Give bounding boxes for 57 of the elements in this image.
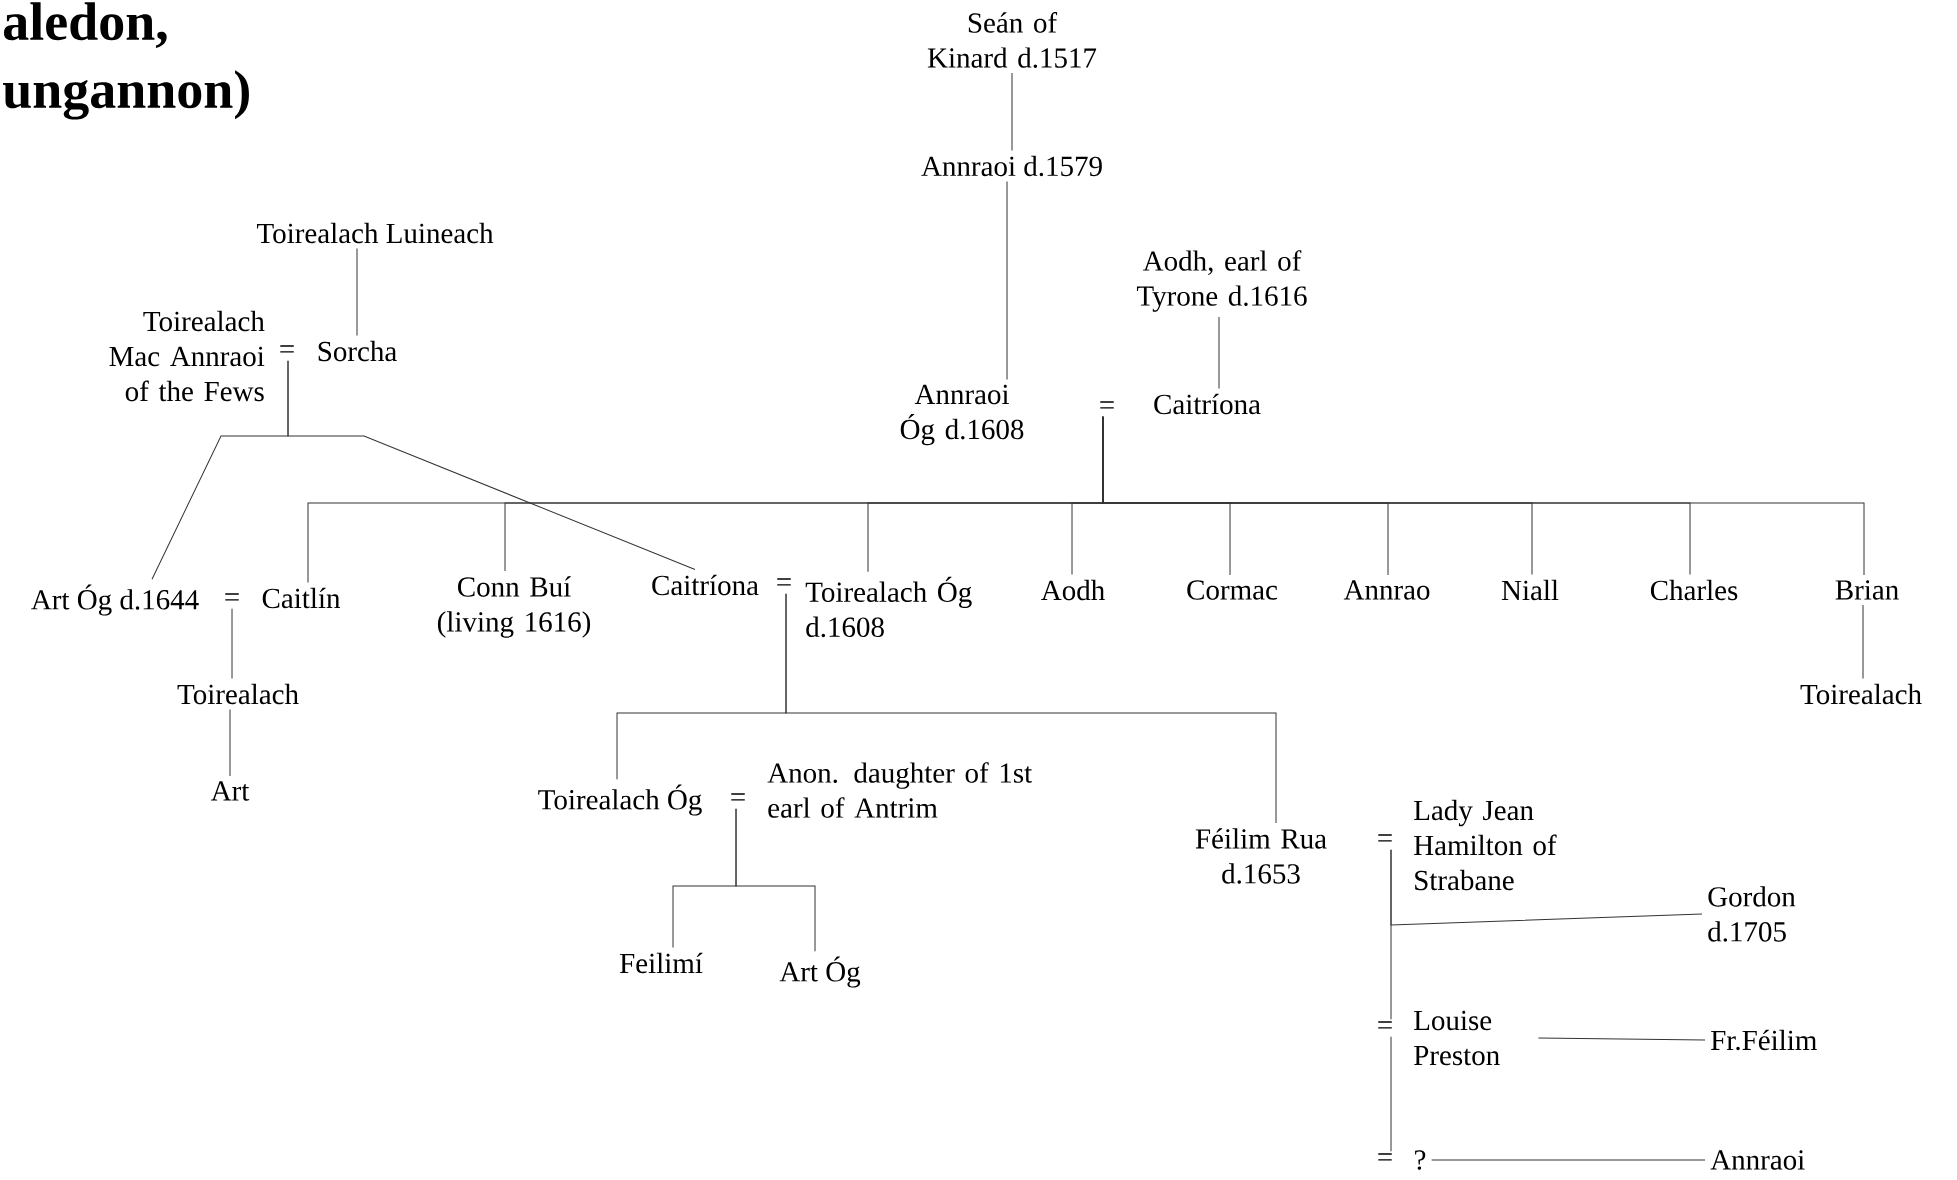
descent-line <box>1218 316 1220 390</box>
descent-line <box>735 808 816 952</box>
person-name: Niall <box>1501 579 1559 601</box>
person-name: Annraoi Óg d.1608 <box>900 384 1024 446</box>
descent-line <box>356 247 358 337</box>
person-name: Annraoi d.1579 <box>921 155 1102 177</box>
person-name: Toirealach Luineach <box>257 222 494 244</box>
descent-line <box>1102 416 1865 576</box>
person-name: Art Óg <box>779 956 861 988</box>
title: aledon, ungannon) <box>3 2 249 120</box>
person-name: Cormac <box>1187 580 1278 600</box>
person-name: Toirealach Óg <box>538 784 702 816</box>
person-name: Conn Buí (living 1616) <box>437 576 591 638</box>
person-name: Aodh, earl of Tyrone d.1616 <box>1136 250 1307 312</box>
marriage-sign: = <box>777 578 791 586</box>
person-name: Toirealach <box>1800 683 1922 705</box>
person-name: Lady Jean Hamilton of Strabane <box>1414 799 1557 891</box>
marriage-sign: = <box>1378 834 1392 842</box>
descent-line <box>1537 1037 1706 1041</box>
person-name: Art <box>210 781 250 801</box>
person-name: Toirealach Óg d.1608 <box>805 576 972 638</box>
descent-line <box>1390 849 1392 1020</box>
person-name: Caitríona <box>652 574 759 596</box>
marriage-sign: = <box>731 793 745 801</box>
person-name: Fr.Féilim <box>1711 1029 1817 1051</box>
person-name: Aodh <box>1041 579 1105 601</box>
descent-line <box>287 360 696 571</box>
marriage-sign: = <box>1378 1021 1392 1029</box>
person-name: Seán of Kinard d.1517 <box>927 12 1097 68</box>
person-name: Louise Preston <box>1414 1010 1500 1066</box>
descent-line <box>1390 1036 1392 1152</box>
person-name: Toirealach <box>177 683 299 705</box>
marriage-sign: = <box>1378 1153 1392 1161</box>
marriage-sign: = <box>225 593 239 601</box>
person-name: Annrao <box>1343 580 1430 600</box>
person-name: Caitríona <box>1154 393 1261 415</box>
marriage-sign: = <box>1100 401 1114 409</box>
descent-line <box>785 593 1277 824</box>
descent-line <box>1431 1159 1706 1161</box>
person-name: Anon. daughter of 1st earl of Antrim <box>767 762 1032 818</box>
person-name: Feilimí <box>619 952 703 974</box>
person-name: Art Óg d.1644 <box>31 584 199 616</box>
person-name: Brian <box>1835 580 1899 600</box>
marriage-sign: = <box>280 345 294 353</box>
person-name: Gordon d.1705 <box>1708 886 1796 942</box>
person-name: Féilim Rua d.1653 <box>1195 828 1327 884</box>
descent-line <box>229 708 231 777</box>
person-name: Toirealach Mac Annraoi of the Fews <box>109 310 265 402</box>
person-name: Annraoi <box>1710 1150 1805 1170</box>
descent-line <box>1006 180 1008 381</box>
descent-line <box>1862 604 1864 680</box>
descent-line <box>231 608 233 680</box>
person-name: Sorcha <box>318 340 397 362</box>
descent-line <box>1011 72 1013 152</box>
person-name: Charles <box>1650 579 1738 601</box>
person-name: Caitlín <box>262 587 341 609</box>
person-name: ? <box>1415 1150 1426 1170</box>
